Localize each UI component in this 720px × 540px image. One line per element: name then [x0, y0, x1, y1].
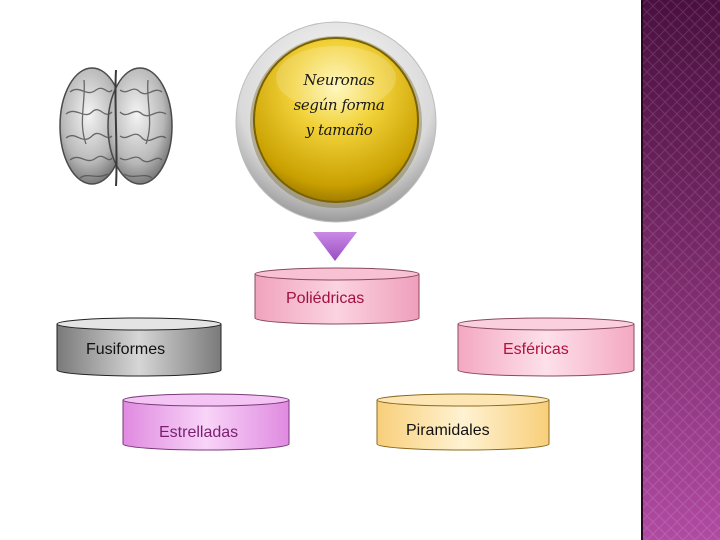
title-line-2: según forma	[293, 96, 385, 114]
side-decor-panel	[641, 0, 720, 540]
title-line-1: Neuronas	[303, 71, 375, 89]
node-piramidales-label: Piramidales	[406, 422, 490, 439]
title-line-3: y tamaño	[305, 121, 373, 139]
node-estrelladas-shape	[122, 393, 290, 451]
node-esfericas-shape	[457, 317, 635, 377]
node-fusiformes-label: Fusiformes	[86, 341, 166, 358]
brain-icon	[59, 67, 173, 187]
node-poliedricas-label: Poliédricas	[286, 290, 365, 307]
node-poliedricas-shape	[254, 267, 420, 325]
central-circle	[235, 21, 437, 223]
node-piramidales-shape	[376, 393, 550, 451]
triangle-down-icon	[313, 232, 357, 261]
node-esfericas-label: Esféricas	[503, 341, 569, 358]
node-estrelladas-label: Estrelladas	[159, 424, 239, 441]
node-fusiformes-shape	[56, 317, 222, 377]
central-title: Neuronas según forma y tamaño	[278, 68, 400, 143]
